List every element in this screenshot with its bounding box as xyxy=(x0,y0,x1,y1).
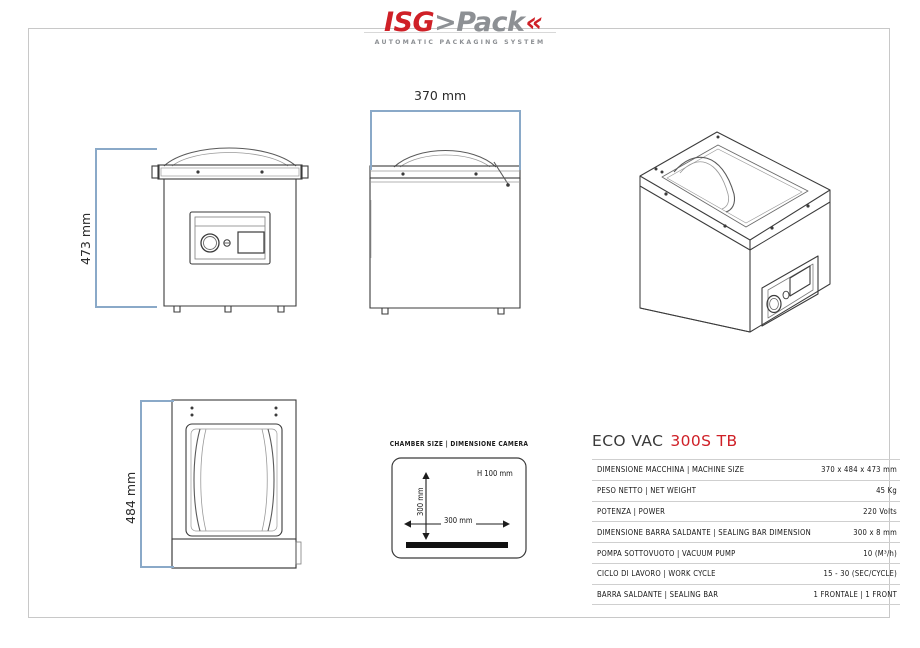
side-elevation-drawing xyxy=(368,140,523,315)
table-row: POMPA SOTTOVUOTO | VACUUM PUMP 10 (M³/h) xyxy=(592,542,900,564)
chamber-height-label: H 100 mm xyxy=(477,469,513,478)
spec-label: POTENZA | POWER xyxy=(597,506,666,516)
chamber-size-title: CHAMBER SIZE | DIMENSIONE CAMERA xyxy=(389,440,529,448)
specification-table-body: DIMENSIONE MACCHINA | MACHINE SIZE 370 x… xyxy=(592,459,900,605)
top-depth-dim-tick-bottom xyxy=(140,566,174,568)
chamber-size-diagram: CHAMBER SIZE | DIMENSIONE CAMERA H 100 m… xyxy=(384,440,534,565)
spec-label: CICLO DI LAVORO | WORK CYCLE xyxy=(597,569,716,579)
spec-label: POMPA SOTTOVUOTO | VACUUM PUMP xyxy=(597,548,736,558)
spec-value: 370 x 484 x 473 mm xyxy=(821,465,897,475)
spec-value: 220 Volts xyxy=(863,506,897,516)
spec-label: DIMENSIONE MACCHINA | MACHINE SIZE xyxy=(597,465,745,475)
logo-wordmark: ISG>Pack« xyxy=(364,8,556,38)
company-logo: ISG>Pack« AUTOMATIC PACKAGING SYSTEM xyxy=(364,8,556,58)
model-name: ECO VAC xyxy=(592,432,664,450)
spec-value: 10 (M³/h) xyxy=(863,548,897,558)
spec-label: PESO NETTO | NET WEIGHT xyxy=(597,486,697,496)
side-width-dim-tick-left xyxy=(370,110,372,170)
spec-value: 45 Kg xyxy=(876,486,897,496)
specification-panel: ECO VAC 300S TB DIMENSIONE MACCHINA | MAC… xyxy=(592,432,900,605)
table-row: CICLO DI LAVORO | WORK CYCLE 15 - 30 (SE… xyxy=(592,563,900,584)
side-width-dim-tick-right xyxy=(519,110,521,170)
spec-value: 300 x 8 mm xyxy=(853,527,897,537)
spec-value: 15 - 30 (SEC/CYCLE) xyxy=(823,569,897,579)
top-plan-drawing xyxy=(170,398,302,578)
table-row: BARRA SALDANTE | SEALING BAR 1 FRONTALE … xyxy=(592,584,900,605)
logo-text-isg: ISG xyxy=(383,7,435,38)
front-height-dim-tick-top xyxy=(95,148,157,150)
chamber-depth-label: 300 mm xyxy=(416,487,425,516)
front-elevation-drawing xyxy=(150,140,310,315)
logo-tagline: AUTOMATIC PACKAGING SYSTEM xyxy=(374,39,546,46)
chamber-width-label: 300 mm xyxy=(441,516,476,525)
specification-table: DIMENSIONE MACCHINA | MACHINE SIZE 370 x… xyxy=(592,459,900,605)
front-height-dim-label: 473 mm xyxy=(78,212,93,265)
isometric-drawing xyxy=(622,128,867,333)
table-row: DIMENSIONE MACCHINA | MACHINE SIZE 370 x… xyxy=(592,459,900,481)
top-depth-dim-tick-top xyxy=(140,400,174,402)
logo-divider-rule xyxy=(364,32,556,33)
spec-label: BARRA SALDANTE | SEALING BAR xyxy=(597,590,719,600)
front-height-dim-tick-bottom xyxy=(95,306,157,308)
table-row: PESO NETTO | NET WEIGHT 45 Kg xyxy=(592,480,900,501)
logo-text-pack: Pack xyxy=(456,7,525,38)
front-height-dim-line xyxy=(95,148,97,308)
model-code: 300S TB xyxy=(670,432,738,450)
spec-label: DIMENSIONE BARRA SALDANTE | SEALING BAR … xyxy=(597,527,811,537)
logo-text-arrow: > xyxy=(434,7,457,38)
side-width-dim-line xyxy=(370,110,520,112)
logo-chevron-icon: « xyxy=(525,7,542,38)
model-title: ECO VAC 300S TB xyxy=(592,432,900,450)
side-width-dim-label: 370 mm xyxy=(414,88,467,103)
page-border xyxy=(28,28,890,618)
top-depth-dim-label: 484 mm xyxy=(123,471,138,524)
table-row: POTENZA | POWER 220 Volts xyxy=(592,501,900,522)
spec-value: 1 FRONTALE | 1 FRONT xyxy=(813,590,897,600)
top-depth-dim-line xyxy=(140,400,142,568)
table-row: DIMENSIONE BARRA SALDANTE | SEALING BAR … xyxy=(592,521,900,543)
